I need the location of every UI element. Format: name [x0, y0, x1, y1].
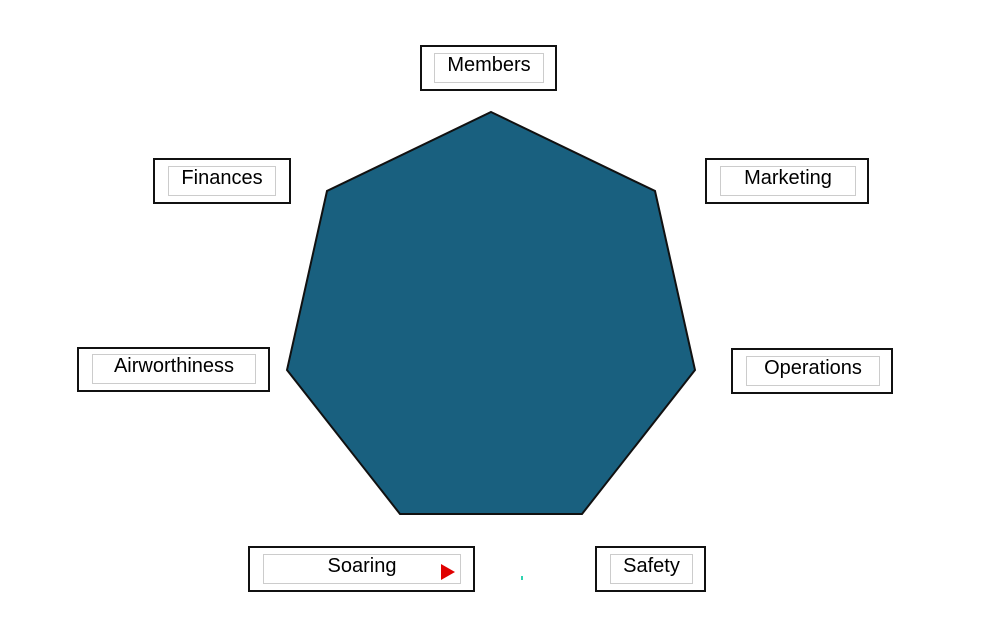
label-soaring: Soaring	[327, 555, 397, 577]
label-inner-finances: Finances	[168, 166, 276, 196]
label-box-marketing[interactable]: Marketing	[705, 158, 869, 204]
label-inner-airworthiness: Airworthiness	[92, 354, 256, 384]
label-box-finances[interactable]: Finances	[153, 158, 291, 204]
label-inner-safety: Safety	[610, 554, 693, 584]
label-box-members[interactable]: Members	[420, 45, 557, 91]
label-box-airworthiness[interactable]: Airworthiness	[77, 347, 270, 392]
label-finances: Finances	[181, 167, 263, 189]
label-marketing: Marketing	[744, 167, 832, 189]
stray-mark	[521, 576, 523, 580]
heptagon-shape	[285, 110, 697, 515]
label-inner-members: Members	[434, 53, 544, 83]
label-inner-soaring: Soaring	[263, 554, 461, 584]
label-operations: Operations	[764, 357, 862, 379]
label-safety: Safety	[623, 555, 680, 577]
label-inner-marketing: Marketing	[720, 166, 856, 196]
label-members: Members	[447, 54, 531, 76]
label-airworthiness: Airworthiness	[113, 355, 235, 377]
label-box-operations[interactable]: Operations	[731, 348, 893, 394]
label-box-safety[interactable]: Safety	[595, 546, 706, 592]
play-icon[interactable]	[441, 564, 455, 580]
label-box-soaring[interactable]: Soaring	[248, 546, 475, 592]
label-inner-operations: Operations	[746, 356, 880, 386]
